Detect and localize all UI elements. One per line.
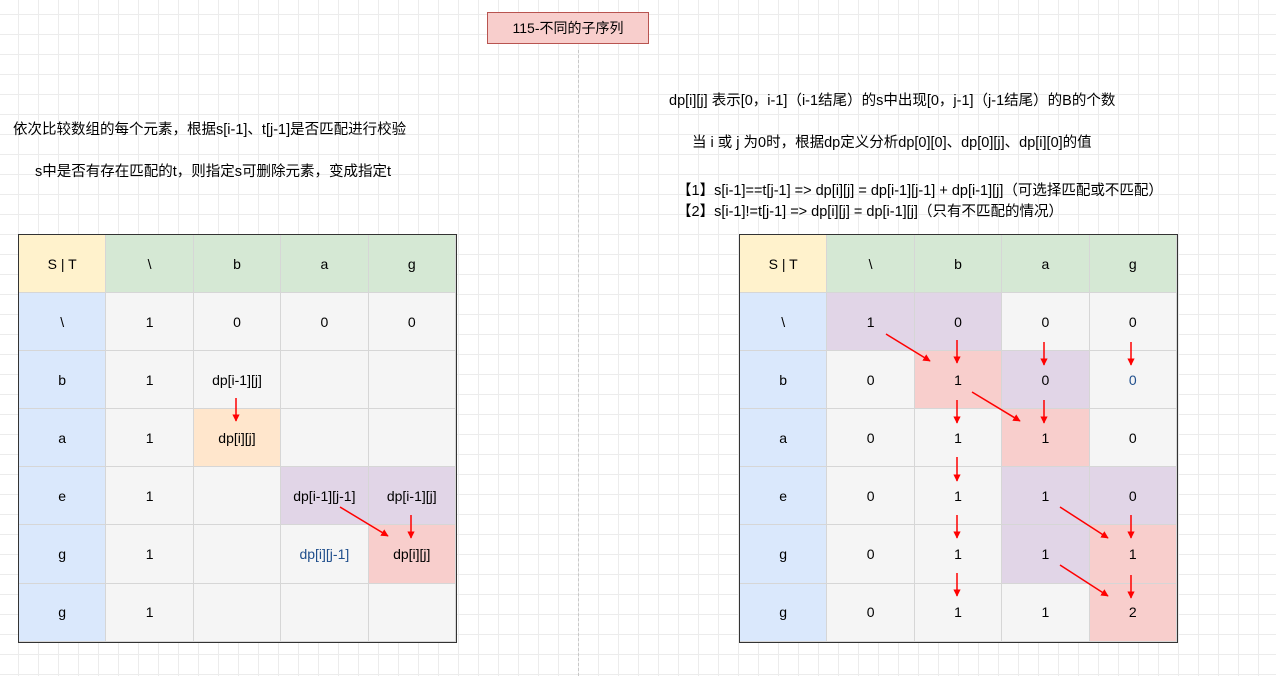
table-cell: 1 bbox=[1002, 409, 1090, 468]
divider-line bbox=[578, 50, 579, 676]
table-cell: 1 bbox=[106, 525, 194, 584]
table-cell: 1 bbox=[106, 467, 194, 526]
table-cell: 1 bbox=[106, 409, 194, 468]
table-cell: 0 bbox=[1089, 293, 1177, 352]
table-cell: 1 bbox=[106, 583, 194, 642]
dp-definition: dp[i][j] 表示[0，i-1]（i-1结尾）的s中出现[0，j-1]（j-… bbox=[669, 93, 1116, 109]
table-cell: 0 bbox=[281, 293, 369, 352]
table-cell: 0 bbox=[1089, 409, 1177, 468]
diagram-title: 115-不同的子序列 bbox=[487, 12, 649, 44]
header-cell: a bbox=[1002, 235, 1090, 294]
table-cell: 0 bbox=[1089, 351, 1177, 410]
table-cell: 0 bbox=[827, 409, 915, 468]
table-cell: 0 bbox=[1002, 351, 1090, 410]
table-cell: 1 bbox=[1002, 583, 1090, 642]
table-cell: dp[i-1][j] bbox=[193, 351, 282, 410]
table-cell bbox=[193, 583, 282, 642]
header-cell: g bbox=[1089, 235, 1177, 294]
init-note: 当 i 或 j 为0时，根据dp定义分析dp[0][0]、dp[0][j]、dp… bbox=[692, 135, 1092, 151]
table-cell bbox=[193, 525, 282, 584]
table-cell bbox=[281, 409, 369, 468]
row-header-cell: a bbox=[740, 409, 828, 468]
table-cell: 1 bbox=[914, 525, 1003, 584]
table-cell: 0 bbox=[827, 467, 915, 526]
rule-1: 【1】s[i-1]==t[j-1] => dp[i][j] = dp[i-1][… bbox=[677, 183, 1163, 199]
header-cell: b bbox=[914, 235, 1003, 294]
table-cell: 1 bbox=[106, 293, 194, 352]
row-header-cell: e bbox=[19, 467, 107, 526]
table-cell: 0 bbox=[368, 293, 456, 352]
table-cell: 0 bbox=[1002, 293, 1090, 352]
left-note-2: s中是否有存在匹配的t，则指定s可删除元素，变成指定t bbox=[35, 164, 392, 180]
row-header-cell: \ bbox=[19, 293, 107, 352]
header-cell: \ bbox=[827, 235, 915, 294]
row-header-cell: \ bbox=[740, 293, 828, 352]
table-cell: 1 bbox=[914, 351, 1003, 410]
table-cell: 1 bbox=[1002, 525, 1090, 584]
table-cell: 1 bbox=[827, 293, 915, 352]
table-cell: 0 bbox=[827, 583, 915, 642]
header-cell: a bbox=[281, 235, 369, 294]
table-cell: 2 bbox=[1089, 583, 1177, 642]
table-cell bbox=[193, 467, 282, 526]
table-cell: 0 bbox=[193, 293, 282, 352]
table-cell bbox=[368, 583, 456, 642]
row-header-cell: b bbox=[740, 351, 828, 410]
table-cell: dp[i-1][j-1] bbox=[281, 467, 369, 526]
table-cell: 1 bbox=[914, 583, 1003, 642]
table-cell: 1 bbox=[1002, 467, 1090, 526]
table-cell: dp[i-1][j] bbox=[368, 467, 456, 526]
table-cell: 0 bbox=[827, 351, 915, 410]
row-header-cell: g bbox=[740, 583, 828, 642]
table-cell bbox=[281, 351, 369, 410]
table-cell bbox=[281, 583, 369, 642]
table-cell: 0 bbox=[827, 525, 915, 584]
header-cell: S | T bbox=[740, 235, 828, 294]
table-cell: 1 bbox=[106, 351, 194, 410]
row-header-cell: g bbox=[19, 525, 107, 584]
table-cell: 1 bbox=[1089, 525, 1177, 584]
table-cell bbox=[368, 351, 456, 410]
row-header-cell: g bbox=[19, 583, 107, 642]
table-cell: 0 bbox=[1089, 467, 1177, 526]
table-cell: dp[i][j] bbox=[193, 409, 282, 468]
table-cell: 0 bbox=[914, 293, 1003, 352]
table-cell: 1 bbox=[914, 467, 1003, 526]
header-cell: \ bbox=[106, 235, 194, 294]
row-header-cell: e bbox=[740, 467, 828, 526]
row-header-cell: a bbox=[19, 409, 107, 468]
table-cell: 1 bbox=[914, 409, 1003, 468]
rule-2: 【2】s[i-1]!=t[j-1] => dp[i][j] = dp[i-1][… bbox=[677, 204, 1063, 220]
table-cell bbox=[368, 409, 456, 468]
table-cell: dp[i][j] bbox=[368, 525, 456, 584]
row-header-cell: b bbox=[19, 351, 107, 410]
left-note-1: 依次比较数组的每个元素，根据s[i-1]、t[j-1]是否匹配进行校验 bbox=[13, 122, 407, 138]
header-cell: S | T bbox=[19, 235, 107, 294]
table-cell: dp[i][j-1] bbox=[281, 525, 369, 584]
header-cell: b bbox=[193, 235, 282, 294]
header-cell: g bbox=[368, 235, 456, 294]
row-header-cell: g bbox=[740, 525, 828, 584]
